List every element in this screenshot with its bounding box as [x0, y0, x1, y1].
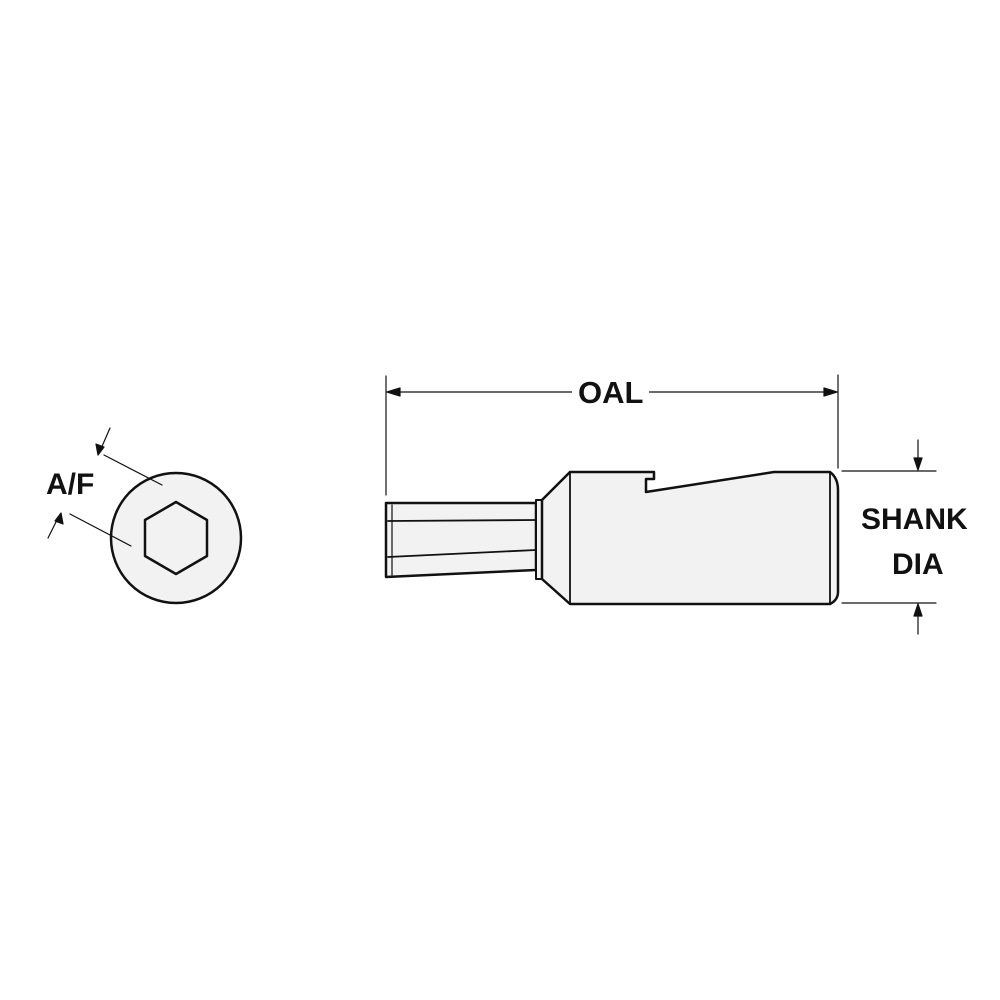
af-arrowhead-upper	[95, 443, 105, 456]
af-arrowhead-lower	[54, 512, 64, 525]
shank-dia-dimension	[841, 439, 937, 635]
shank-dia-arrowhead-top	[913, 457, 923, 471]
dia-label: DIA	[892, 548, 944, 581]
hex-socket	[143, 500, 209, 576]
af-leader-upper	[103, 454, 163, 486]
oal-arrowhead-right	[823, 387, 838, 397]
af-leader-lower	[69, 513, 132, 547]
hex-bit	[384, 501, 538, 579]
af-label: A/F	[46, 468, 95, 501]
oal-label: OAL	[572, 377, 650, 408]
side-view	[384, 470, 840, 606]
af-dimension	[47, 427, 163, 547]
shank-body	[540, 470, 840, 606]
hex-bit-edge-lower	[387, 549, 537, 558]
oal-dimension	[385, 374, 839, 496]
shank-dia-arrowhead-bottom	[913, 603, 923, 617]
oal-arrowhead-left	[386, 387, 401, 397]
hex-bit-edge-upper	[387, 519, 537, 522]
shank-label: SHANK	[861, 503, 968, 536]
end-view	[109, 471, 243, 605]
